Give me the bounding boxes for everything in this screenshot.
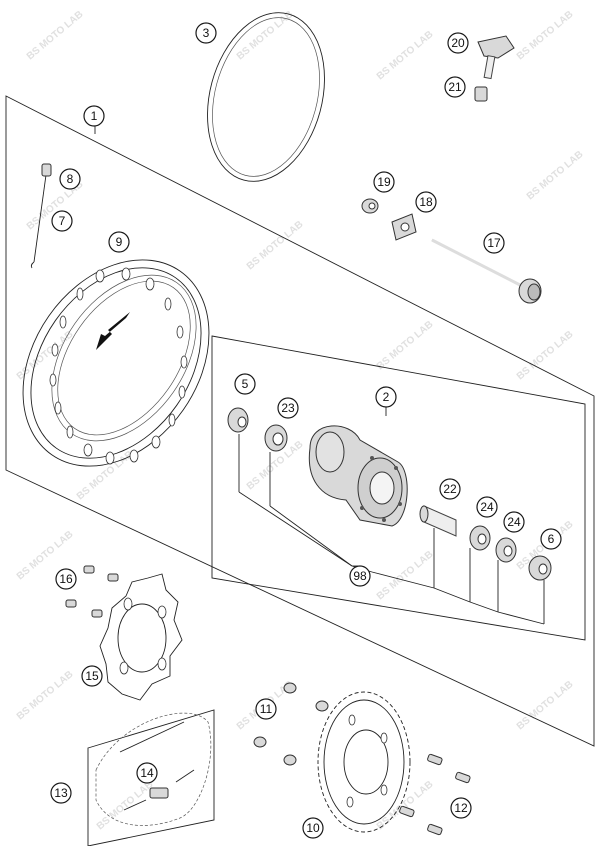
watermark-text: BS MOTO LAB	[515, 679, 576, 732]
wheel-assembly-frame	[5, 95, 595, 747]
watermark-text: BS MOTO LAB	[95, 779, 156, 832]
callout-label: 19	[377, 175, 391, 189]
watermark-text: BS MOTO LAB	[375, 549, 436, 602]
sprocket-bolts-part	[399, 753, 471, 836]
chain-part	[87, 709, 215, 846]
rear-sprocket-part	[317, 691, 411, 833]
callout-10: 10	[302, 817, 324, 839]
callout-label: 5	[242, 377, 249, 391]
callout-label: 2	[383, 390, 390, 404]
callout-label: 15	[85, 669, 99, 683]
sprocket-nuts-part	[253, 682, 329, 766]
callout-label: 23	[281, 401, 295, 415]
valve-nut-part	[474, 86, 488, 102]
callout-9: 9	[108, 231, 130, 253]
callout-20: 20	[447, 32, 469, 54]
callout-14: 14	[136, 762, 158, 784]
rotation-arrow-icon	[96, 312, 130, 350]
distance-tube-part	[419, 505, 457, 537]
callout-label: 1	[91, 109, 98, 123]
callout-17: 17	[483, 232, 505, 254]
callout-label: 17	[487, 236, 501, 250]
callout-label: 98	[353, 569, 367, 583]
right-bearing-part-a	[469, 525, 491, 551]
rim-part	[22, 259, 210, 467]
callout-23: 23	[277, 397, 299, 419]
callout-2: 2	[375, 386, 397, 408]
callout-5: 5	[234, 373, 256, 395]
brake-disc-part	[99, 573, 183, 701]
right-bearing-part-b	[495, 537, 517, 563]
callout-24b: 24	[503, 511, 525, 533]
callout-11: 11	[255, 698, 277, 720]
callout-12: 12	[450, 797, 472, 819]
callout-label: 20	[451, 36, 465, 50]
callout-label: 24	[480, 500, 494, 514]
callout-label: 11	[260, 702, 273, 716]
callout-8: 8	[59, 168, 81, 190]
callout-label: 12	[454, 801, 468, 815]
callout-3: 3	[195, 22, 217, 44]
disc-bolts-part	[65, 565, 119, 618]
callout-24a: 24	[476, 496, 498, 518]
hub-assembly-frame	[211, 335, 586, 641]
spoke-part	[30, 163, 52, 269]
watermark-layer: BS MOTO LAB BS MOTO LAB BS MOTO LAB BS M…	[15, 9, 586, 832]
callout-7: 7	[51, 210, 73, 232]
callout-label: 9	[116, 235, 123, 249]
watermark-text: BS MOTO LAB	[245, 219, 306, 272]
callout-label: 21	[448, 80, 462, 94]
callout-label: 6	[548, 532, 555, 546]
callout-label: 14	[140, 766, 154, 780]
callout-label: 16	[59, 572, 73, 586]
watermark-text: BS MOTO LAB	[515, 329, 576, 382]
callout-label: 24	[507, 515, 521, 529]
tube-ring-part	[207, 12, 325, 182]
callout-21: 21	[444, 76, 466, 98]
callout-16: 16	[55, 568, 77, 590]
callout-label: 13	[54, 786, 68, 800]
watermark-text: BS MOTO LAB	[25, 9, 86, 62]
chain-adjuster-part	[391, 213, 417, 241]
watermark-text: BS MOTO LAB	[15, 669, 76, 722]
callout-15: 15	[81, 665, 103, 687]
callout-label: 10	[306, 821, 320, 835]
callout-label: 18	[419, 195, 433, 209]
valve-cap-part	[477, 35, 515, 80]
watermark-text: BS MOTO LAB	[375, 29, 436, 82]
axle-part	[431, 238, 542, 304]
watermark-text: BS MOTO LAB	[235, 9, 296, 62]
callout-19: 19	[373, 171, 395, 193]
left-bearing-part	[264, 424, 288, 452]
callout-18: 18	[415, 191, 437, 213]
spacer-washer-part	[361, 198, 379, 214]
callout-13: 13	[50, 782, 72, 804]
callout-6: 6	[540, 528, 562, 550]
callout-label: 22	[443, 482, 457, 496]
callout-98: 98	[349, 565, 371, 587]
hub-parts-bracket	[238, 434, 545, 625]
right-spacer-part	[528, 555, 552, 581]
callout-1: 1	[83, 105, 105, 127]
watermark-text: BS MOTO LAB	[375, 319, 436, 372]
callout-label: 7	[59, 214, 66, 228]
watermark-text: BS MOTO LAB	[525, 149, 586, 202]
watermark-text: BS MOTO LAB	[515, 9, 576, 62]
left-spacer-part	[227, 407, 249, 433]
callout-22: 22	[439, 478, 461, 500]
callout-label: 8	[67, 172, 74, 186]
callout-label: 3	[203, 26, 210, 40]
wheel-hub-part	[308, 425, 408, 527]
